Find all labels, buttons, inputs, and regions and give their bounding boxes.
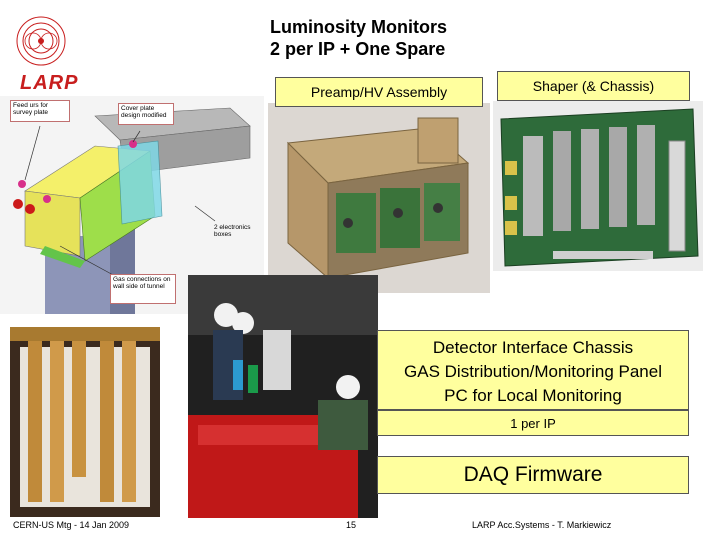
larp-logo-icon — [16, 16, 66, 66]
detector-interface-line-2: GAS Distribution/Monitoring Panel — [404, 362, 662, 381]
callout-cover-plate: Cover plate design modified — [118, 103, 174, 125]
preamp-label: Preamp/HV Assembly — [275, 77, 483, 107]
shaper-label: Shaper (& Chassis) — [497, 71, 690, 101]
page-number: 15 — [346, 520, 357, 530]
callout-electronics: 2 electronics boxes — [214, 224, 251, 238]
detector-illustration — [10, 327, 160, 517]
larp-logo-text: LARP — [20, 72, 79, 94]
callout-gas: Gas connections on wall side of tunnel — [110, 274, 176, 304]
callout-feedthru: Feed urs for survey plate — [10, 100, 70, 122]
detector-interface-line-3: PC for Local Monitoring — [444, 386, 622, 405]
installation-photo — [188, 275, 378, 518]
footer-right: LARP Acc.Systems - T. Markiewicz — [472, 520, 612, 530]
preamp-photo — [268, 103, 490, 293]
footer-left: CERN-US Mtg - 14 Jan 2009 — [13, 520, 130, 530]
detector-interface-label: Detector Interface Chassis GAS Distribut… — [377, 330, 689, 410]
shaper-illustration — [493, 101, 703, 271]
title-line-1: Luminosity Monitors — [270, 17, 447, 37]
per-ip-label: 1 per IP — [377, 410, 689, 436]
shaper-photo — [493, 101, 703, 271]
detector-photo — [10, 327, 160, 517]
detector-interface-line-1: Detector Interface Chassis — [432, 338, 634, 357]
daq-firmware-label: DAQ Firmware — [377, 456, 689, 494]
installation-illustration — [188, 275, 378, 518]
preamp-illustration — [268, 103, 490, 293]
title-line-2: 2 per IP + One Spare — [270, 39, 446, 59]
slide-title: Luminosity Monitors 2 per IP + One Spare — [270, 16, 447, 60]
